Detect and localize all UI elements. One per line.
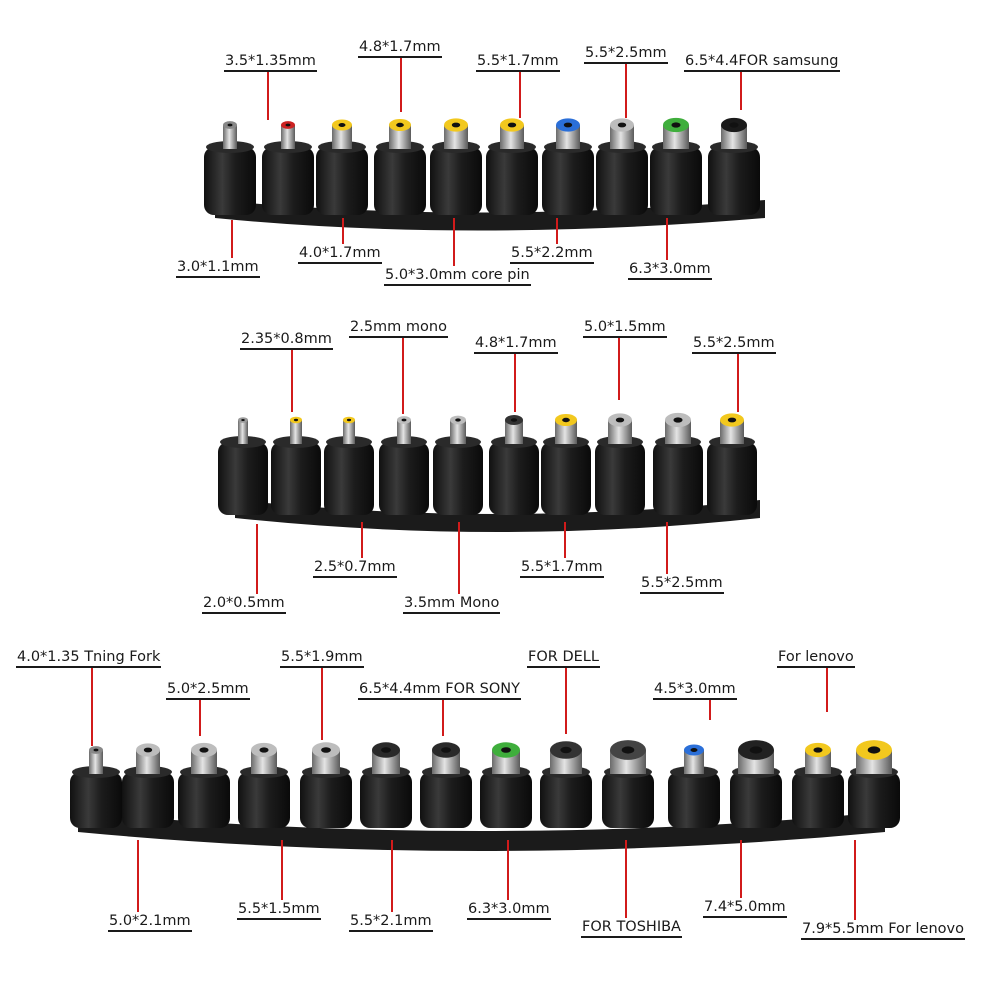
label-2.0x0.5: 2.0*0.5mm xyxy=(202,594,286,614)
connector-r2-7 xyxy=(595,413,645,515)
connector-r1-5 xyxy=(486,118,538,215)
connector-r3-6 xyxy=(420,742,472,828)
connector-r1-3 xyxy=(374,118,426,215)
label-2.5x0.7: 2.5*0.7mm xyxy=(313,558,397,578)
connector-r3-10 xyxy=(668,744,720,828)
label-for-toshiba: FOR TOSHIBA xyxy=(581,918,682,938)
label-5.5x2.5: 5.5*2.5mm xyxy=(584,44,668,64)
label-5.5x2.5-r2: 5.5*2.5mm xyxy=(692,334,776,354)
connector-r3-2 xyxy=(178,742,230,828)
connector-r3-3 xyxy=(238,742,290,828)
connector-r3-12 xyxy=(792,742,844,828)
connector-r1-7 xyxy=(596,118,648,215)
label-for-dell: FOR DELL xyxy=(527,648,600,668)
label-4.8x1.7-r2: 4.8*1.7mm xyxy=(474,334,558,354)
connector-r2-8 xyxy=(653,412,703,515)
label-3.0x1.1: 3.0*1.1mm xyxy=(176,258,260,278)
label-5.0x1.5: 5.0*1.5mm xyxy=(583,318,667,338)
connector-group xyxy=(70,117,900,828)
connector-r3-0 xyxy=(70,746,122,828)
connector-r2-1 xyxy=(271,416,321,515)
holder-rail-middle xyxy=(235,500,760,532)
connector-r1-9 xyxy=(708,117,760,215)
label-4.5x3.0: 4.5*3.0mm xyxy=(653,680,737,700)
holder-rail-bottom xyxy=(78,812,885,851)
label-5.5x1.9: 5.5*1.9mm xyxy=(280,648,364,668)
label-3.5x1.35: 3.5*1.35mm xyxy=(224,52,317,72)
connector-r3-13 xyxy=(848,740,900,828)
connector-r3-8 xyxy=(540,741,592,828)
label-5.5x2.5-r2b: 5.5*2.5mm xyxy=(640,574,724,594)
label-for-lenovo: For lenovo xyxy=(777,648,855,668)
label-4.8x1.7: 4.8*1.7mm xyxy=(358,38,442,58)
connector-r2-3 xyxy=(379,416,429,515)
connector-r3-4 xyxy=(300,742,352,828)
connector-r3-5 xyxy=(360,742,412,828)
connector-r2-6 xyxy=(541,413,591,515)
connector-r2-5 xyxy=(489,415,539,515)
connector-r1-8 xyxy=(650,117,702,215)
connector-r3-9 xyxy=(602,740,654,828)
connector-r3-1 xyxy=(122,743,174,828)
label-2.5-mono: 2.5mm mono xyxy=(349,318,448,338)
holder-rail-top xyxy=(215,200,765,231)
label-5.5x1.7: 5.5*1.7mm xyxy=(476,52,560,72)
connector-r1-1 xyxy=(262,121,314,215)
label-6.5x4.4-sony: 6.5*4.4mm FOR SONY xyxy=(358,680,521,700)
label-2.35x0.8: 2.35*0.8mm xyxy=(240,330,333,350)
label-5.5x1.5: 5.5*1.5mm xyxy=(237,900,321,920)
connector-r1-4 xyxy=(430,118,482,215)
label-5.5x2.2: 5.5*2.2mm xyxy=(510,244,594,264)
label-5.0x2.5: 5.0*2.5mm xyxy=(166,680,250,700)
label-5.0x3.0-core-pin: 5.0*3.0mm core pin xyxy=(384,266,531,286)
connector-r3-11 xyxy=(730,740,782,828)
connector-r2-9 xyxy=(707,413,757,515)
connector-r2-4 xyxy=(433,415,483,515)
connector-r1-6 xyxy=(542,118,594,215)
leader-lines xyxy=(91,58,856,920)
label-3.5-mono: 3.5mm Mono xyxy=(403,594,501,614)
label-6.5x4.4-samsung: 6.5*4.4FOR samsung xyxy=(684,52,840,72)
connector-r2-2 xyxy=(324,416,374,515)
connector-r3-7 xyxy=(480,742,532,828)
connector-r1-0 xyxy=(204,121,256,215)
label-5.0x2.1: 5.0*2.1mm xyxy=(108,912,192,932)
connector-r2-0 xyxy=(218,417,268,515)
label-5.5x2.1: 5.5*2.1mm xyxy=(349,912,433,932)
label-7.4x5.0: 7.4*5.0mm xyxy=(703,898,787,918)
connector-r1-2 xyxy=(316,119,368,215)
label-7.9x5.5-lenovo: 7.9*5.5mm For lenovo xyxy=(801,920,965,940)
label-6.3x3.0-r3: 6.3*3.0mm xyxy=(467,900,551,920)
label-5.5x1.7-r2: 5.5*1.7mm xyxy=(520,558,604,578)
label-4.0x1.7: 4.0*1.7mm xyxy=(298,244,382,264)
label-6.3x3.0: 6.3*3.0mm xyxy=(628,260,712,280)
label-4.0x1.35-fork: 4.0*1.35 Tning Fork xyxy=(16,648,162,668)
